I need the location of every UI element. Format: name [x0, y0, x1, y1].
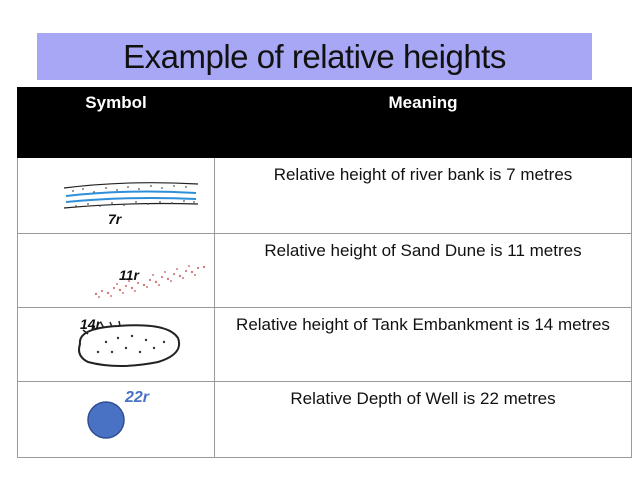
river-bank-icon: [63, 182, 199, 209]
meaning-column-header: Meaning: [214, 87, 632, 158]
table-row: 7r Relative height of river bank is 7 me…: [17, 157, 632, 234]
symbol-label: 7r: [108, 211, 122, 227]
symbol-cell: 22r: [17, 381, 215, 458]
meaning-cell: Relative height of Tank Embankment is 14…: [214, 307, 632, 382]
symbol-label: 22r: [125, 389, 150, 406]
symbol-column-header: Symbol: [17, 87, 215, 158]
symbol-cell: 7r: [17, 157, 215, 234]
meaning-cell: Relative height of river bank is 7 metre…: [214, 157, 632, 234]
relative-heights-table: Symbol Meaning: [17, 87, 632, 458]
meaning-cell: Relative height of Sand Dune is 11 metre…: [214, 233, 632, 308]
symbol-cell: 14r: [17, 307, 215, 382]
well-icon: [87, 401, 125, 439]
table-row: 11r Relative height of Sand Dune is 11 m…: [17, 233, 632, 308]
meaning-cell: Relative Depth of Well is 22 metres: [214, 381, 632, 458]
symbol-label: 14r: [80, 316, 102, 332]
sand-dune-icon: [94, 265, 206, 298]
table-row: 14r Relative height of Tank Embankment i…: [17, 307, 632, 382]
page-title: Example of relative heights: [37, 33, 592, 80]
symbol-label: 11r: [119, 267, 139, 283]
table-header-row: Symbol Meaning: [17, 87, 632, 158]
symbol-cell: 11r: [17, 233, 215, 308]
table-row: 22r Relative Depth of Well is 22 metres: [17, 381, 632, 458]
tank-embankment-icon: [78, 320, 180, 367]
